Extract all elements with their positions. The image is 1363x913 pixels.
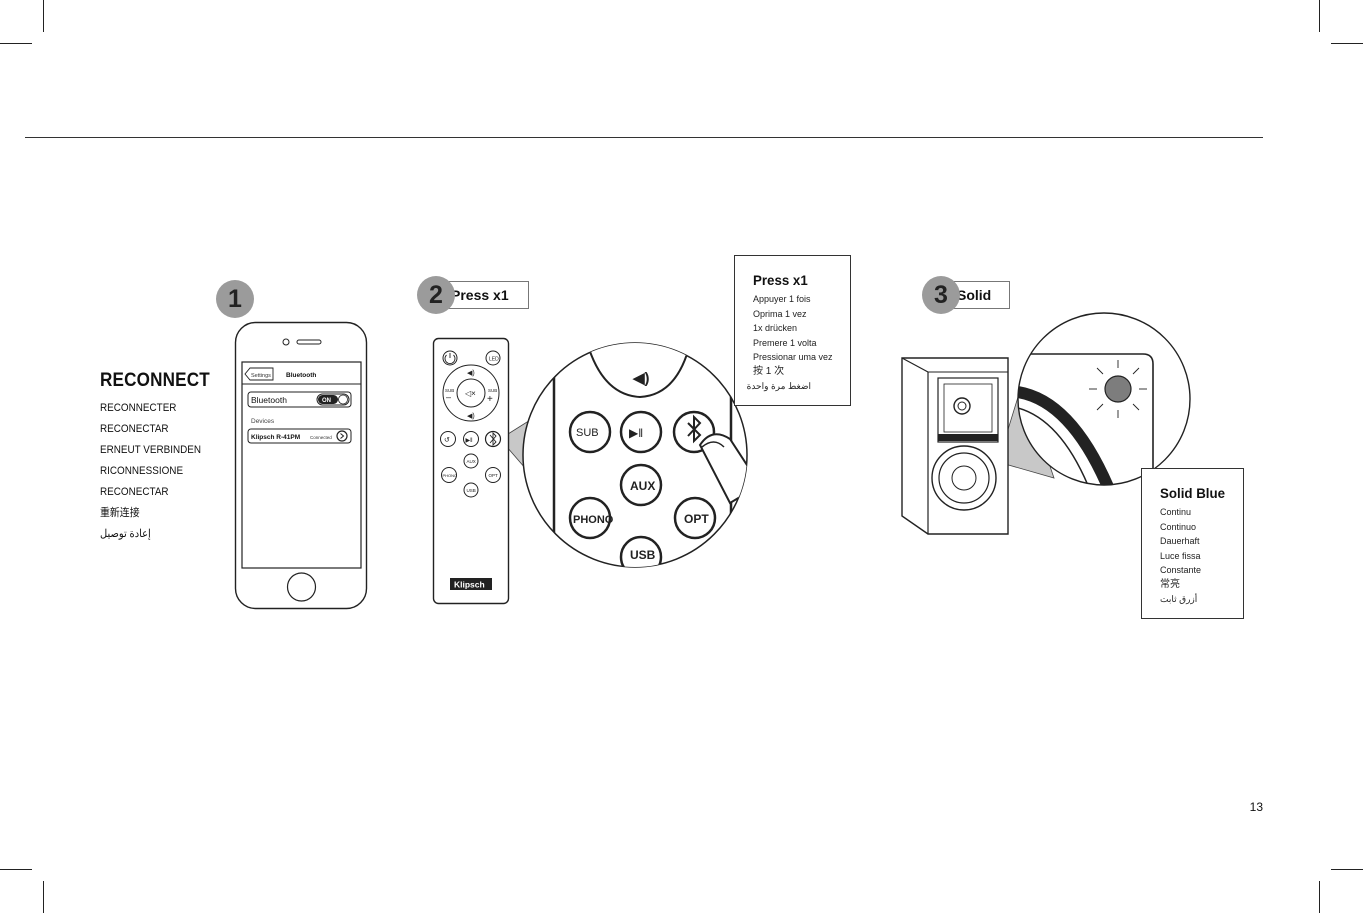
svg-text:◀): ◀) — [632, 370, 650, 387]
crop-mark-br-v — [1319, 881, 1320, 913]
klipsch-logo — [450, 578, 492, 590]
opt-button-icon — [485, 467, 501, 483]
crop-mark-tr-v — [1319, 0, 1320, 32]
press-callout-line: 按 1 次 — [753, 365, 785, 377]
press-callout: Press x1 Appuyer 1 fois Oprima 1 vez 1x … — [734, 255, 851, 406]
solid-callout-title: Solid Blue — [1160, 485, 1226, 501]
svg-text:◀): ◀) — [467, 370, 475, 377]
remote-illustration: LED ◁× ◀) ◀) SUB – SUB + ↺ ▶ǁ AUX PHONO … — [432, 337, 748, 605]
screen-title: Bluetooth — [286, 372, 316, 379]
press-callout-line: Premere 1 volta — [753, 337, 817, 348]
magnified-sub-button — [568, 410, 612, 454]
bluetooth-label: Bluetooth — [251, 395, 287, 405]
play-pause-button-icon — [463, 431, 479, 447]
aux-button-icon — [463, 453, 479, 469]
device-status: Connected — [310, 435, 332, 440]
solid-callout-line: 常亮 — [1160, 578, 1180, 590]
remote-led-label: LED — [489, 357, 499, 363]
header-rule — [25, 137, 1263, 138]
svg-text:+: + — [487, 394, 493, 405]
reconnect-translations: RECONNECTER RECONECTAR ERNEUT VERBINDEN … — [100, 398, 212, 545]
magnified-opt-label: OPT — [684, 512, 709, 526]
remote-usb-label: USB — [467, 488, 476, 493]
translation-de: ERNEUT VERBINDEN — [100, 444, 202, 456]
phone-camera-icon — [282, 338, 290, 346]
crop-mark-bl-h — [0, 869, 32, 870]
step-2-badge: 2 — [417, 276, 455, 314]
solid-callout-line: Continu — [1160, 507, 1192, 517]
sub-button-icon — [440, 431, 456, 447]
page-number: 13 — [1249, 800, 1263, 814]
magnified-play-button — [619, 410, 663, 454]
toggle-on-label: ON — [322, 398, 331, 404]
phone-home-button-icon — [286, 572, 317, 602]
solid-callout-line: Luce fissa — [1160, 550, 1201, 561]
crop-mark-br-h — [1331, 869, 1363, 870]
crop-mark-tl-v — [43, 0, 44, 32]
svg-text:◀): ◀) — [467, 413, 475, 420]
magnified-usb-button — [619, 535, 663, 567]
magnified-phono-button — [568, 496, 612, 540]
usb-button-icon — [463, 482, 479, 498]
solid-callout: Solid Blue Continu Continuo Dauerhaft Lu… — [1141, 468, 1244, 619]
device-info-icon — [336, 430, 348, 442]
translation-it: RICONNESSIONE — [100, 465, 184, 477]
svg-text:SUB: SUB — [488, 388, 497, 393]
crop-mark-bl-v — [43, 881, 44, 913]
press-callout-line: Pressionar uma vez — [753, 352, 833, 362]
solid-callout-line: Continuo — [1160, 521, 1197, 532]
device-row — [247, 428, 352, 444]
devices-header: Devices — [251, 418, 275, 425]
crop-mark-tl-h — [0, 43, 32, 44]
mute-button-icon — [456, 378, 486, 408]
svg-text:–: – — [446, 392, 451, 402]
phone-illustration: Settings Bluetooth Bluetooth ON Devices … — [234, 321, 368, 610]
translation-es: RECONECTAR — [100, 423, 169, 435]
solid-callout-line: أزرق ثابت — [1160, 594, 1198, 604]
press-callout-title: Press x1 — [753, 272, 808, 288]
svg-text:▶ǁ: ▶ǁ — [466, 438, 473, 444]
translation-pt: RECONECTAR — [100, 486, 169, 498]
remote-brand: Klipsch — [454, 580, 485, 590]
translation-ar: إعادة توصيل — [100, 528, 151, 540]
svg-text:↺: ↺ — [444, 437, 450, 444]
magnified-aux-button — [619, 463, 663, 507]
translation-zh: 重新连接 — [100, 507, 140, 519]
svg-text:▶ǁ: ▶ǁ — [629, 426, 643, 440]
remote-phono-label: PHONO — [443, 473, 458, 478]
solid-callout-line: Constante — [1160, 565, 1202, 575]
back-arrow-icon — [244, 367, 274, 381]
speaker-illustration — [901, 312, 1191, 535]
step-1-badge: 1 — [216, 280, 254, 318]
led-glow-rays — [1089, 360, 1147, 418]
phono-button-icon — [441, 467, 457, 483]
svg-text:◁×: ◁× — [465, 389, 476, 398]
led-button-icon — [485, 350, 501, 366]
back-button-label: Settings — [251, 373, 271, 379]
translation-fr: RECONNECTER — [100, 402, 177, 414]
press-callout-line: اضغط مرة واحدة — [746, 381, 811, 391]
press-callout-line: Oprima 1 vez — [753, 308, 807, 319]
step-3-badge: 3 — [922, 276, 960, 314]
phone-speaker-icon — [296, 339, 322, 345]
device-name: Klipsch R-41PM — [251, 434, 300, 441]
reconnect-title: RECONNECT — [100, 370, 210, 391]
crop-mark-tr-h — [1331, 43, 1363, 44]
solid-callout-line: Dauerhaft — [1160, 536, 1200, 546]
magnified-opt-button — [673, 496, 717, 540]
press-callout-line: 1x drücken — [753, 323, 798, 333]
svg-text:SUB: SUB — [445, 388, 454, 393]
remote-opt-label: OPT — [489, 473, 499, 478]
magnified-usb-label: USB — [630, 548, 656, 562]
press-callout-line: Appuyer 1 fois — [753, 294, 811, 304]
svg-text:SUB: SUB — [576, 427, 599, 439]
led-indicator — [1104, 375, 1132, 403]
magnified-phono-label: PHONO — [573, 514, 614, 526]
remote-aux-label: AUX — [467, 459, 476, 464]
magnified-aux-label: AUX — [630, 479, 655, 493]
